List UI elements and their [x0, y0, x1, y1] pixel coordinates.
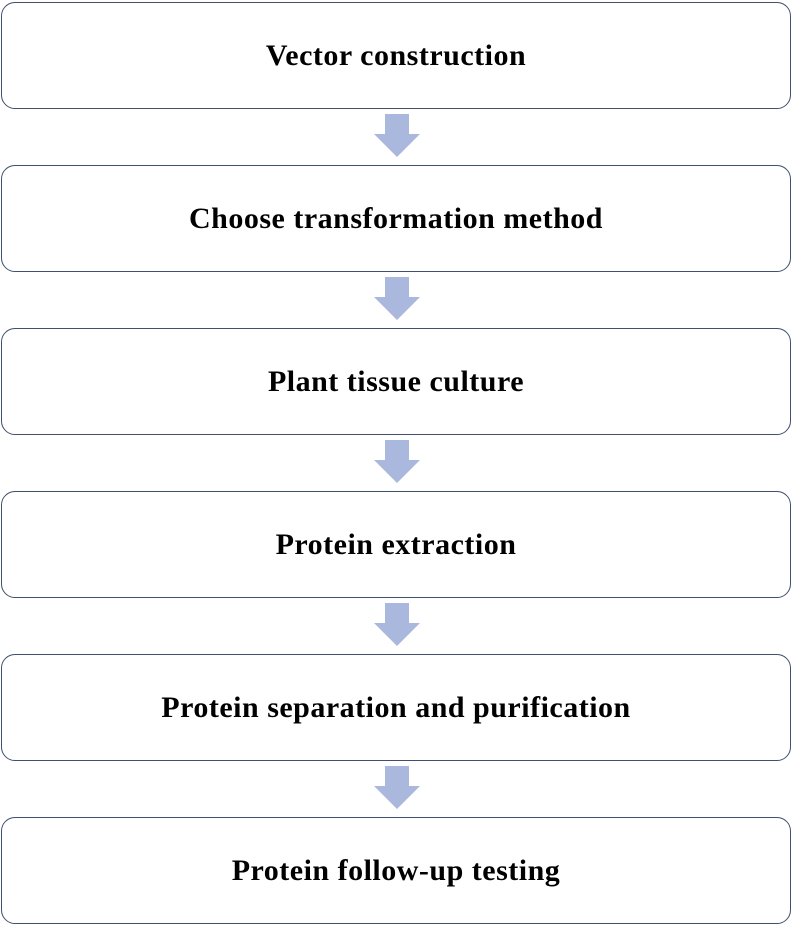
arrow-down-icon	[374, 114, 420, 157]
step-box-protein-separation-and-purification: Protein separation and purification	[1, 654, 791, 761]
step-label: Protein follow-up testing	[231, 853, 561, 887]
arrow-down-icon	[374, 277, 420, 320]
step-label: Plant tissue culture	[267, 364, 525, 398]
arrow-down-icon	[374, 440, 420, 483]
step-label: Protein separation and purification	[161, 690, 631, 724]
step-label: Choose transformation method	[189, 201, 603, 235]
step-label: Protein extraction	[275, 527, 517, 561]
step-box-protein-extraction: Protein extraction	[1, 491, 791, 598]
step-box-protein-follow-up-testing: Protein follow-up testing	[1, 817, 791, 924]
arrow-down-icon	[374, 766, 420, 809]
step-box-vector-construction: Vector construction	[1, 2, 791, 109]
step-box-plant-tissue-culture: Plant tissue culture	[1, 328, 791, 435]
arrow-down-icon	[374, 603, 420, 646]
step-box-choose-transformation-method: Choose transformation method	[1, 165, 791, 272]
step-label: Vector construction	[265, 38, 527, 72]
